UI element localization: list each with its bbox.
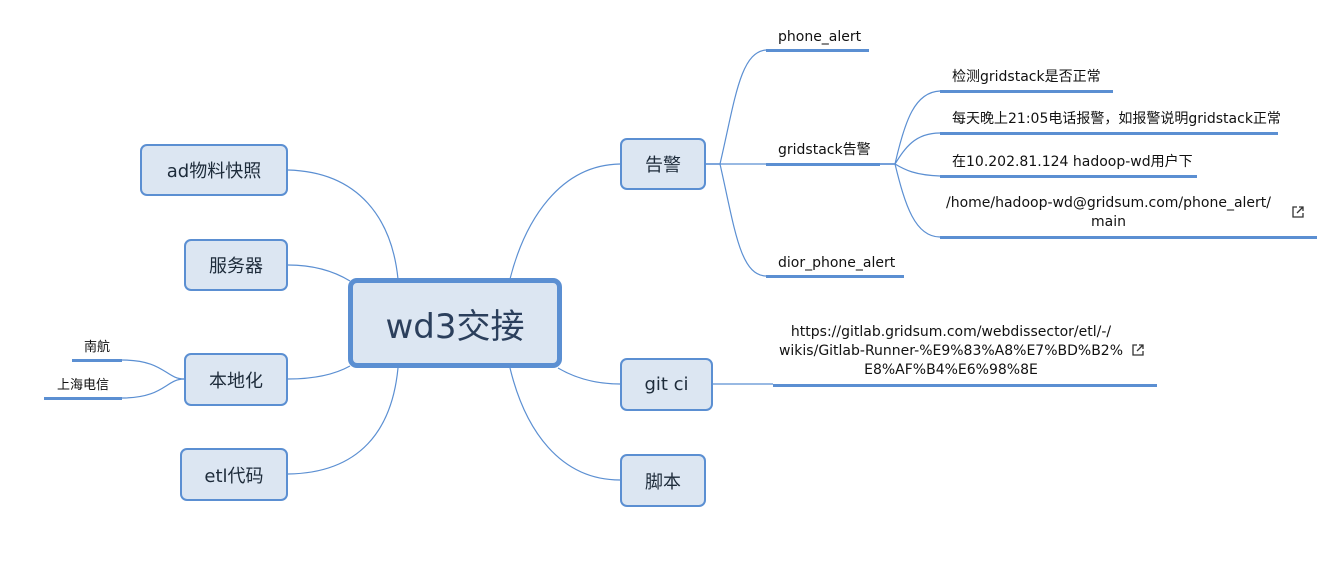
connector-localization-nanhang	[121, 359, 185, 380]
leaf-gitlab-wiki-line3: E8%AF%B4%E6%98%8E	[864, 362, 1038, 378]
root-label: wd3交接	[385, 306, 525, 347]
leaf-gridstack-check-label: 检测gridstack是否正常	[952, 69, 1101, 85]
leaf-gitlab-wiki-line2: wikis/Gitlab-Runner-%E9%83%A8%E7%BD%B2%	[778, 343, 1124, 359]
leaf-gridstack-path-line1: /home/hadoop-wd@gridsum.com/phone_alert/	[945, 195, 1271, 211]
leaf-gridstack-nightly[interactable]: 每天晚上21:05电话报警，如报警说明gridstack正常	[940, 103, 1281, 135]
node-ad-snapshot[interactable]: ad物料快照	[140, 144, 288, 196]
connector-root-localization	[287, 365, 351, 380]
leaf-shanghai-telecom-label: 上海电信	[56, 378, 109, 393]
connector-root-etl	[287, 367, 399, 475]
connector-root-gitci	[557, 367, 621, 385]
leaf-gridstack-host-label: 在10.202.81.124 hadoop-wd用户下	[952, 154, 1193, 170]
node-localization-label: 本地化	[209, 370, 263, 392]
node-etl-code[interactable]: etl代码	[180, 448, 288, 501]
leaf-dior-phone-alert-label: dior_phone_alert	[778, 255, 896, 271]
leaf-nanhang[interactable]: 南航	[72, 334, 122, 362]
leaf-dior-phone-alert[interactable]: dior_phone_alert	[766, 246, 904, 278]
connector-gridstack-1	[880, 90, 941, 165]
leaf-phone-alert[interactable]: phone_alert	[766, 22, 869, 52]
connector-root-ad	[287, 169, 399, 280]
leaf-gitlab-wiki-link[interactable]: https://gitlab.gridsum.com/webdissector/…	[773, 318, 1157, 387]
node-etl-code-label: etl代码	[204, 465, 264, 487]
connector-root-script	[509, 367, 621, 481]
leaf-gitlab-wiki-line1: https://gitlab.gridsum.com/webdissector/…	[790, 324, 1112, 340]
node-alert-label: 告警	[645, 155, 681, 176]
node-script[interactable]: 脚本	[620, 454, 706, 507]
leaf-shanghai-telecom[interactable]: 上海电信	[44, 372, 122, 400]
connector-gridstack-4	[880, 163, 941, 238]
connector-gridstack-3	[880, 163, 941, 177]
external-link-icon[interactable]	[1131, 343, 1145, 357]
node-git-ci-label: git ci	[644, 374, 689, 395]
connector-gridstack-2	[880, 132, 941, 165]
leaf-gridstack-alert-label: gridstack告警	[778, 142, 871, 158]
node-server[interactable]: 服务器	[184, 239, 288, 291]
leaf-gridstack-path[interactable]: /home/hadoop-wd@gridsum.com/phone_alert/…	[940, 188, 1317, 239]
leaf-phone-alert-label: phone_alert	[778, 29, 862, 45]
node-localization[interactable]: 本地化	[184, 353, 288, 406]
leaf-nanhang-label: 南航	[83, 340, 110, 355]
node-ad-snapshot-label: ad物料快照	[166, 161, 262, 182]
leaf-gridstack-path-line2: main	[1091, 214, 1126, 230]
connector-alert-dior	[706, 163, 767, 277]
leaf-gridstack-nightly-label: 每天晚上21:05电话报警，如报警说明gridstack正常	[952, 111, 1281, 127]
node-script-label: 脚本	[645, 471, 681, 493]
external-link-icon[interactable]	[1291, 205, 1305, 219]
connector-localization-telecom	[121, 378, 185, 399]
node-git-ci[interactable]: git ci	[620, 358, 713, 411]
node-alert[interactable]: 告警	[620, 138, 706, 190]
leaf-gridstack-host[interactable]: 在10.202.81.124 hadoop-wd用户下	[940, 146, 1197, 178]
leaf-gridstack-check[interactable]: 检测gridstack是否正常	[940, 62, 1113, 93]
node-server-label: 服务器	[209, 256, 263, 277]
connector-root-server	[287, 264, 351, 282]
connector-root-alert	[509, 163, 621, 280]
root-node[interactable]: wd3交接	[348, 278, 562, 368]
connector-alert-phone	[706, 49, 767, 165]
leaf-gridstack-alert[interactable]: gridstack告警	[766, 134, 880, 166]
